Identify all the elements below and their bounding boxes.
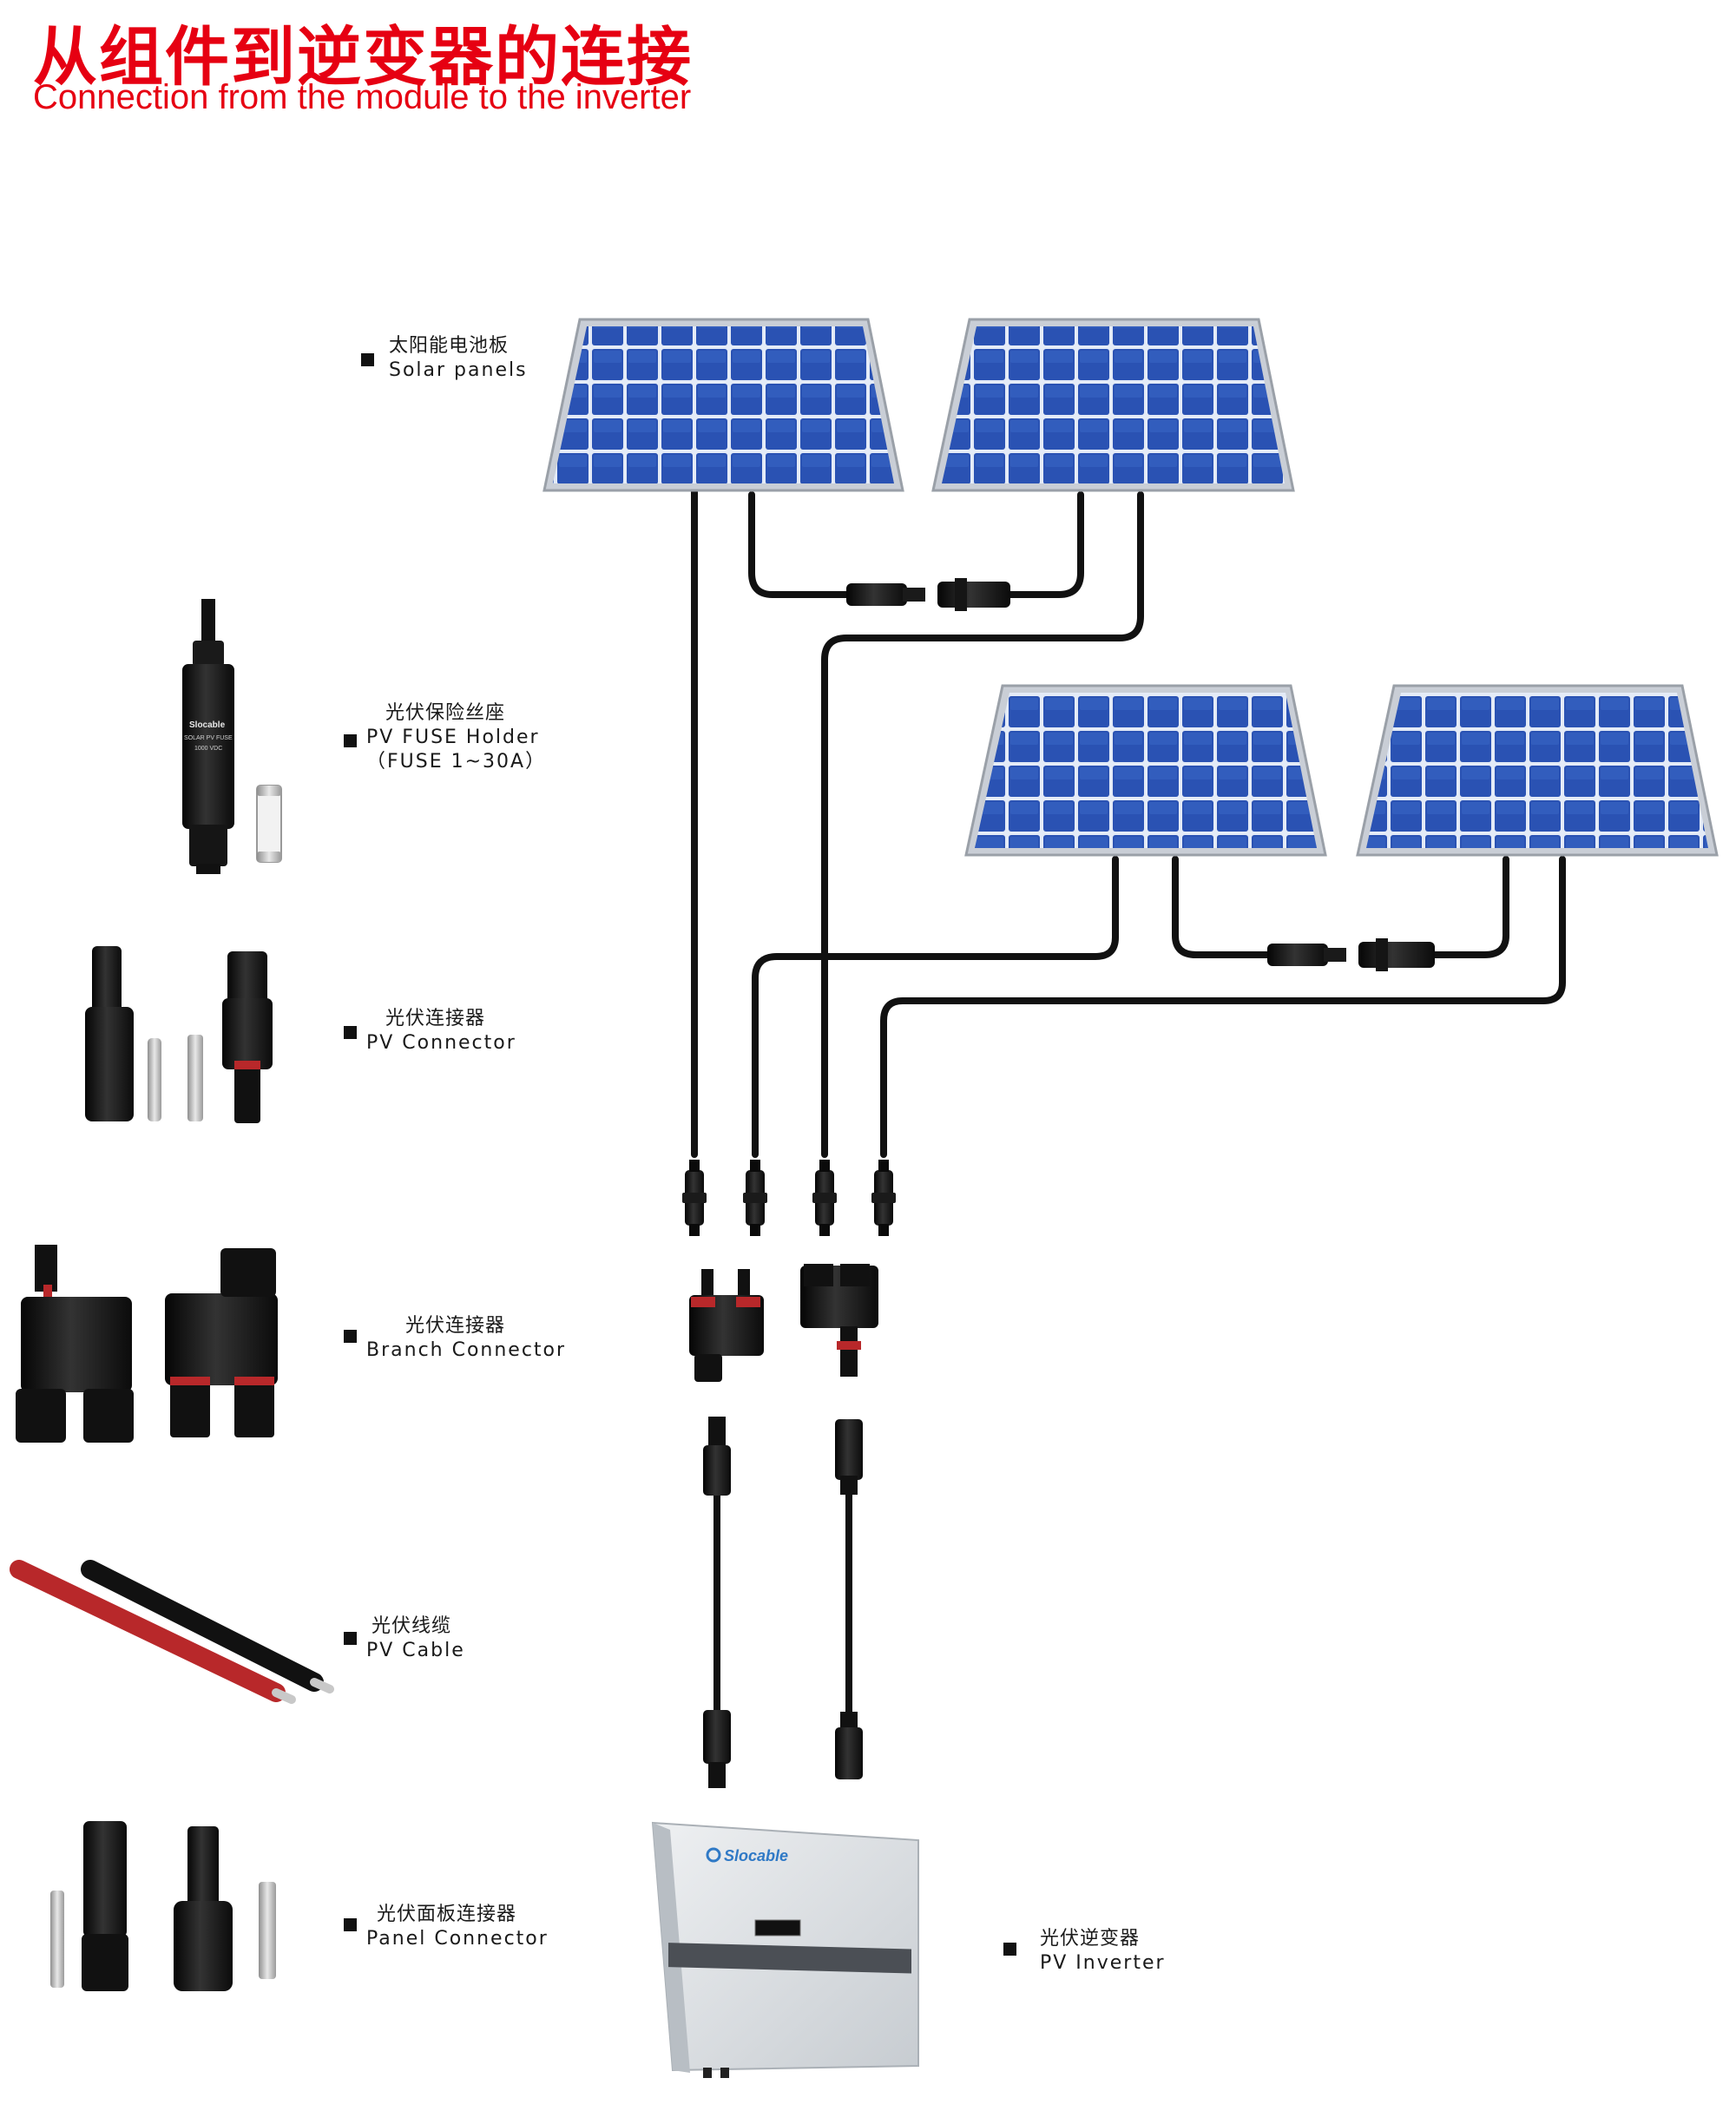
inter-panel-connector-bottom [1267,938,1435,971]
branch-connector-product [16,1245,278,1443]
connector-male-top [846,583,907,606]
label-branch-connector-cn: 光伏连接器 [405,1315,506,1337]
string-connector-3 [812,1160,837,1236]
label-pv-cable-en: PV Cable [366,1640,465,1661]
string-connector-2 [743,1160,767,1236]
page-title-cn: 从组件到逆变器的连接 [33,20,693,95]
label-fuse-holder-cn: 光伏保险丝座 [385,702,506,724]
connector-female-top [937,582,1010,608]
label-pv-cable: 光伏线缆 PV Cable [344,1614,465,1663]
label-panel-connector: 光伏面板连接器 Panel Connector [344,1903,549,1951]
label-bullet [361,353,374,366]
label-bullet [344,1330,357,1343]
label-bullet [344,1026,357,1039]
cable-panel-c-left [752,856,1119,1158]
label-pv-connector-cn: 光伏连接器 [385,1008,486,1029]
label-bullet [344,1918,357,1931]
fuse-cartridge [256,785,282,863]
panel-connector-product [50,1821,276,1991]
fuse-body-text: SOLAR PV FUSE [184,735,233,741]
label-solar-panels-en: Solar panels [389,359,528,381]
label-fuse-holder-sub: （FUSE 1~30A） [366,751,547,773]
pv-connector-product [85,946,273,1123]
label-pv-connector-en: PV Connector [366,1032,516,1054]
inter-panel-connector-top [846,578,1010,611]
extension-connector-top-left [703,1417,731,1496]
label-bullet [344,734,357,747]
solar-panel-b [931,318,1295,492]
solar-panel-a [542,318,904,492]
cable-panel-c-right [1172,856,1271,958]
extension-connector-bottom-right [835,1712,863,1779]
label-pv-connector: 光伏连接器 PV Connector [344,1007,516,1056]
pv-cable-product [10,1560,334,1704]
branch-connector-center-left [689,1269,764,1382]
page-title-en: Connection from the module to the invert… [33,78,692,116]
solar-panel-c [964,684,1327,857]
label-solar-panels-cn: 太阳能电池板 [389,335,510,357]
cable-panel-b-left [1003,491,1084,598]
label-pv-inverter-cn: 光伏逆变器 [1040,1928,1141,1950]
cable-network [691,483,1566,1739]
label-fuse-holder: 光伏保险丝座 PV FUSE Holder （FUSE 1~30A） [344,701,547,774]
extension-connector-top-right [835,1419,863,1495]
cable-panel-d-left [1429,856,1509,958]
label-pv-inverter-en: PV Inverter [1040,1952,1166,1974]
label-panel-connector-cn: 光伏面板连接器 [377,1904,517,1925]
label-branch-connector: 光伏连接器 Branch Connector [344,1314,567,1363]
branch-connector-center-right [800,1264,878,1377]
label-branch-connector-en: Branch Connector [366,1339,567,1361]
label-bullet [344,1632,357,1645]
cable-panel-d-right [880,856,1566,1158]
label-fuse-holder-en: PV FUSE Holder [366,727,540,748]
label-bullet [1003,1943,1016,1956]
cable-panel-a-right [748,491,850,598]
string-connector-4 [871,1160,896,1236]
label-panel-connector-en: Panel Connector [366,1928,549,1950]
inverter-brand-text: Slocable [724,1847,788,1864]
cable-panel-b-right [821,491,1144,1158]
fuse-brand-text: Slocable [189,720,226,730]
string-connector-1 [682,1160,707,1236]
pv-inverter: Slocable [651,1821,919,2078]
label-pv-cable-cn: 光伏线缆 [372,1615,452,1637]
connector-male-bottom [1267,944,1328,966]
extension-connector-bottom-left [703,1710,731,1788]
solar-panel-d [1356,684,1719,857]
label-pv-inverter: 光伏逆变器 PV Inverter [1003,1927,1166,1976]
fuse-rating-text: 1000 VDC [194,746,222,752]
connector-female-bottom [1358,942,1435,968]
fuse-holder-product: Slocable SOLAR PV FUSE 1000 VDC [182,599,282,874]
label-solar-panels: 太阳能电池板 Solar panels [361,334,528,383]
